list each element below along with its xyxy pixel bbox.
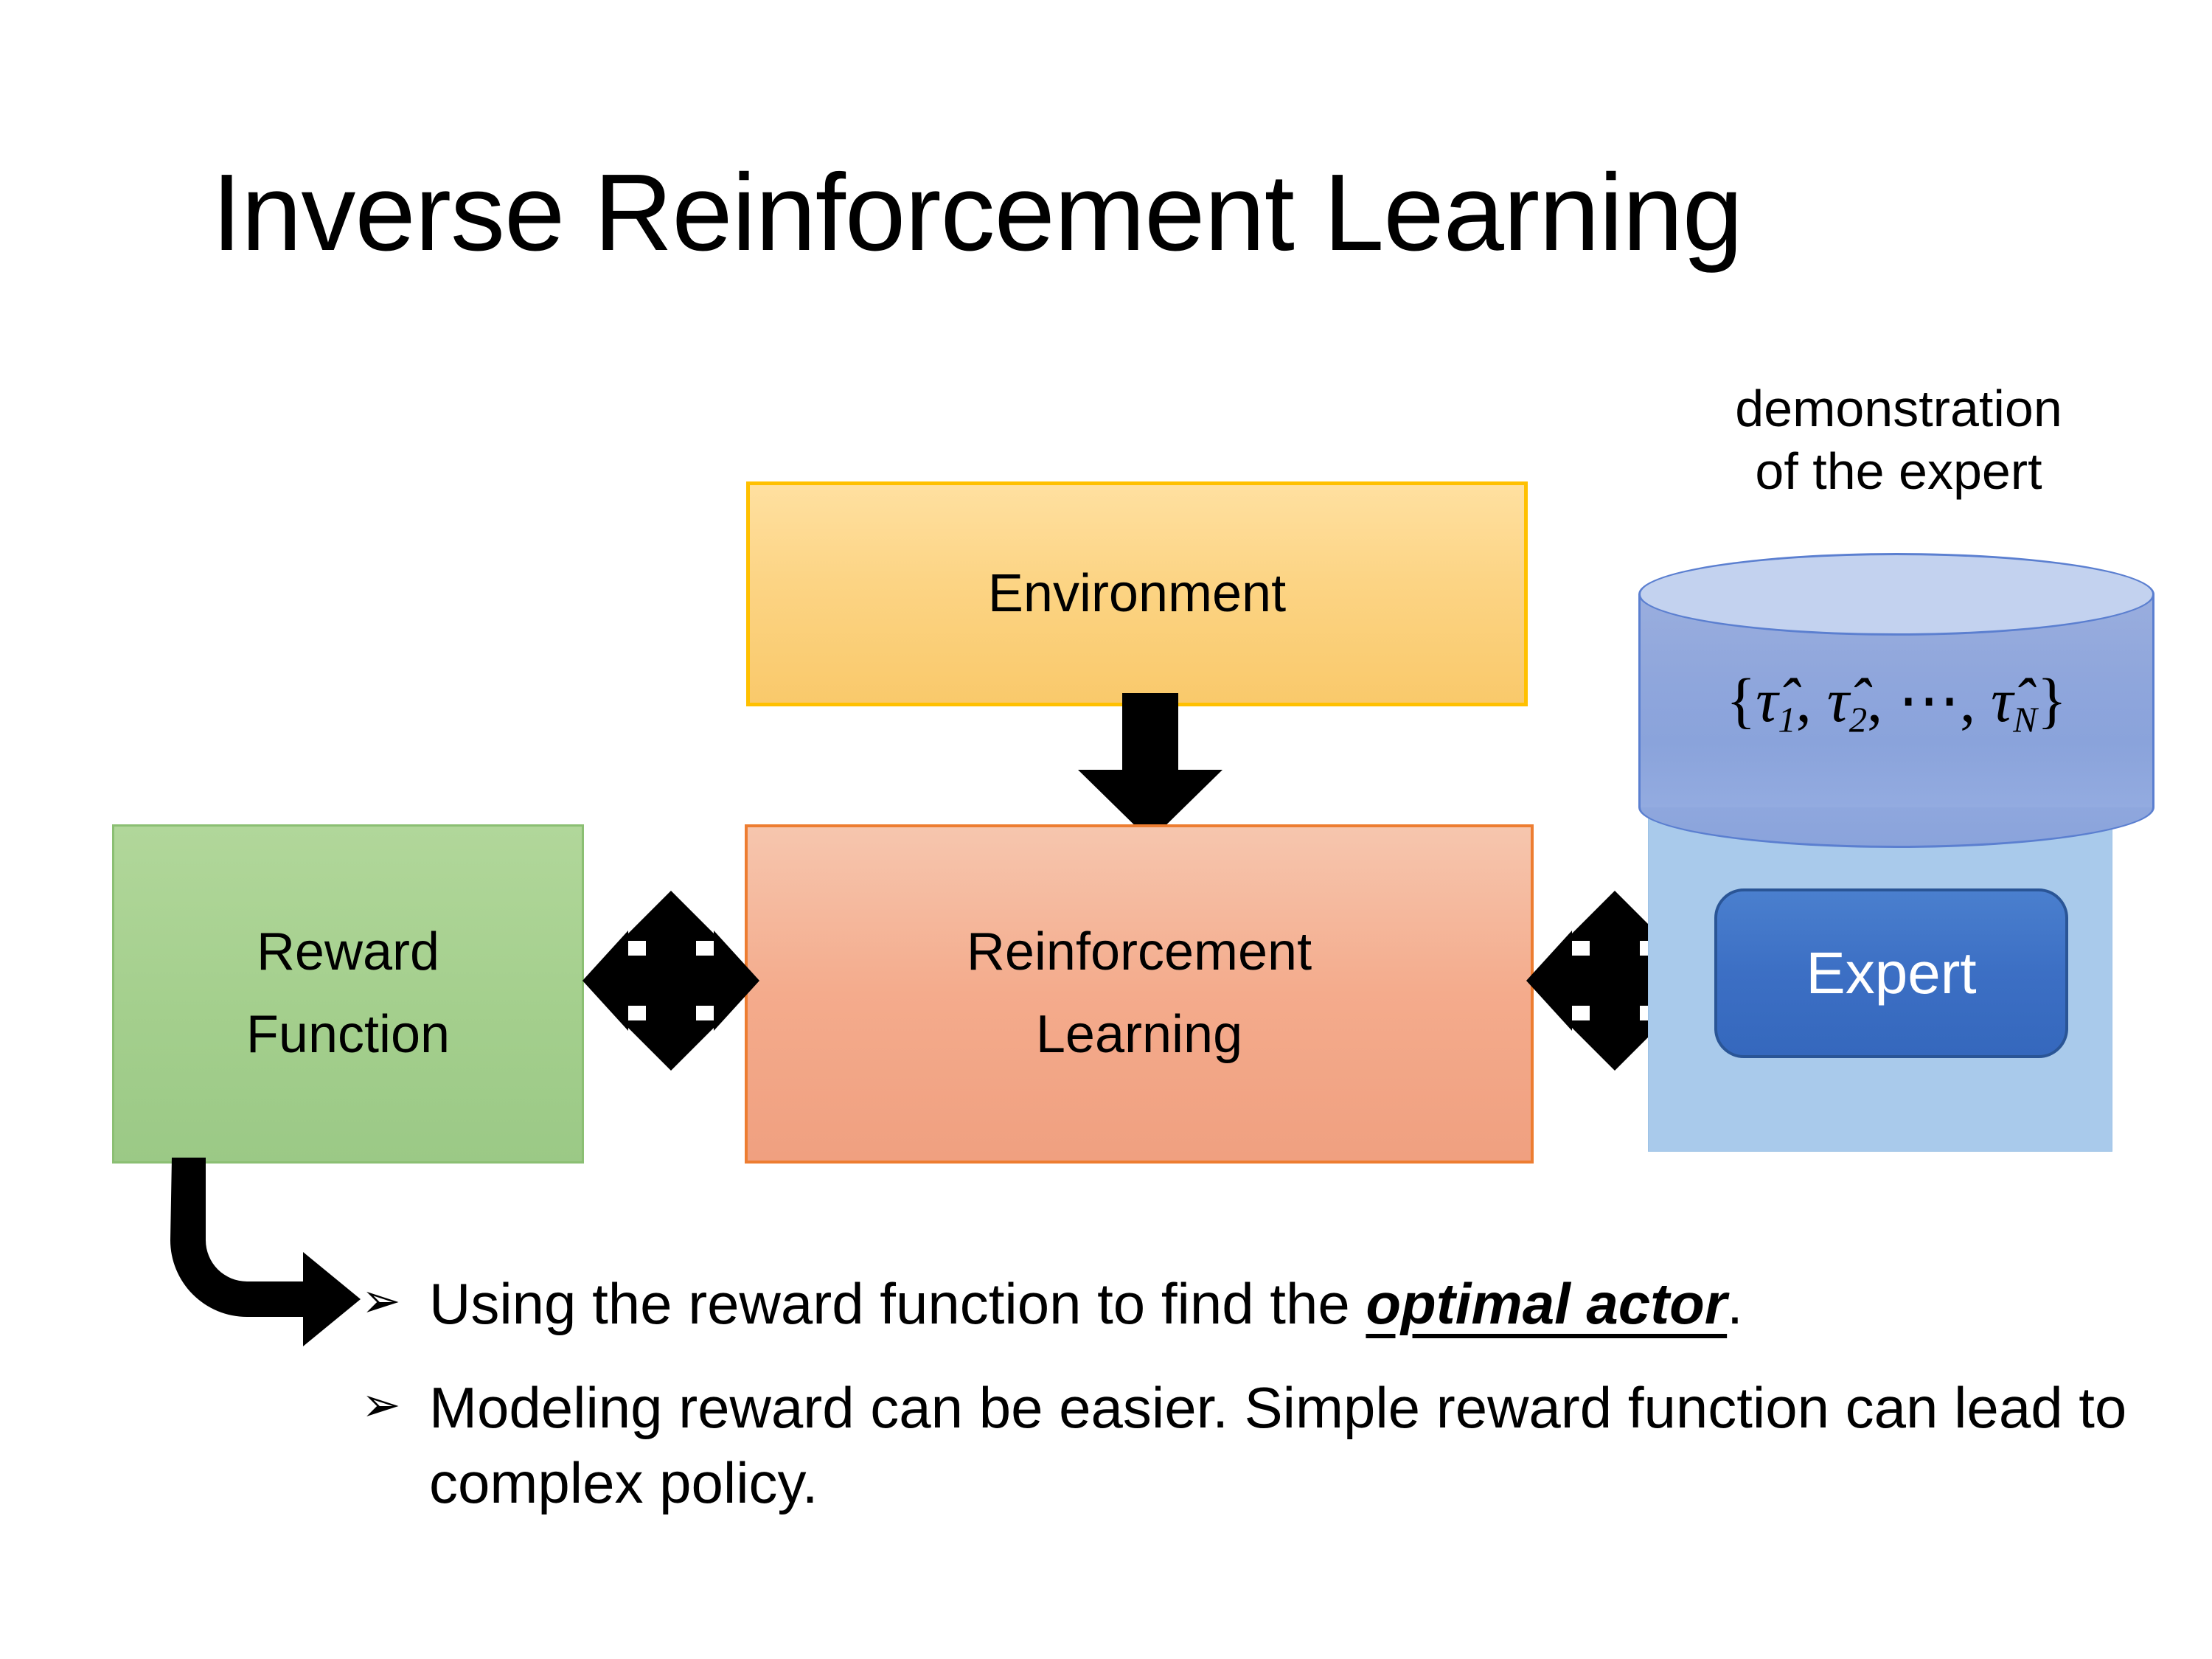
bullet-1-emphasis: optimal actor <box>1366 1271 1728 1336</box>
reward-label-line1: Reward <box>256 922 440 982</box>
tau-1-subscript: 1 <box>1778 700 1796 740</box>
reinforcement-learning-box: Reinforcement Learning <box>745 824 1534 1164</box>
rl-label-line2: Learning <box>1035 1005 1243 1064</box>
set-close-brace: } <box>2037 667 2067 735</box>
separator-1: , <box>1795 667 1812 735</box>
bullet-1-text-before: Using the reward function to find the <box>429 1271 1366 1336</box>
tau-2-subscript: 2 <box>1848 700 1868 740</box>
separator-2: , <box>1867 667 1883 735</box>
reward-function-label: Reward Function <box>246 911 450 1076</box>
demonstration-cylinder: {τ̂1, τ̂2, ⋯, τ̂N} <box>1638 553 2154 848</box>
bullet-text-1: Using the reward function to find the op… <box>429 1267 2131 1341</box>
expert-label: Expert <box>1806 940 1977 1006</box>
arrow-reward-to-bullets-icon <box>170 1158 361 1346</box>
bullet-text-2: Modeling reward can be easier. Simple re… <box>429 1371 2131 1520</box>
demonstration-caption-line2: of the expert <box>1755 442 2042 501</box>
cylinder-top-ellipse <box>1638 553 2154 636</box>
environment-box: Environment <box>746 481 1528 706</box>
trajectory-set-formula: {τ̂1, τ̂2, ⋯, τ̂N} <box>1638 664 2154 741</box>
reinforcement-learning-label: Reinforcement Learning <box>967 911 1312 1076</box>
bullet-arrow-icon: ➢ <box>361 1274 401 1327</box>
demonstration-caption-line1: demonstration <box>1735 380 2062 437</box>
list-item: ➢ Modeling reward can be easier. Simple … <box>361 1371 2131 1520</box>
set-open-brace: { <box>1725 667 1756 735</box>
arrow-environment-to-rl-icon <box>1078 693 1222 841</box>
ellipsis: ⋯ <box>1898 667 1961 735</box>
tau-1: τ̂ <box>1756 667 1778 735</box>
bullet-1-text-after: . <box>1727 1271 1743 1336</box>
separator-3: , <box>1960 667 1976 735</box>
tau-n-subscript: N <box>2013 700 2037 740</box>
tau-n: τ̂ <box>1991 667 2014 735</box>
expert-box: Expert <box>1714 888 2068 1058</box>
bullet-list: ➢ Using the reward function to find the … <box>361 1267 2131 1550</box>
bullet-arrow-icon: ➢ <box>361 1378 401 1432</box>
bullet-2-text-before: Modeling reward can be easier. Simple re… <box>429 1375 2127 1515</box>
reward-function-box: Reward Function <box>112 824 584 1164</box>
arrow-reward-to-rl-icon <box>582 891 759 1071</box>
environment-label: Environment <box>987 564 1287 624</box>
rl-label-line1: Reinforcement <box>966 922 1312 982</box>
reward-label-line2: Function <box>246 1005 451 1064</box>
tau-2: τ̂ <box>1826 667 1849 735</box>
page-title: Inverse Reinforcement Learning <box>211 152 1743 274</box>
demonstration-caption: demonstration of the expert <box>1633 378 2164 504</box>
list-item: ➢ Using the reward function to find the … <box>361 1267 2131 1341</box>
